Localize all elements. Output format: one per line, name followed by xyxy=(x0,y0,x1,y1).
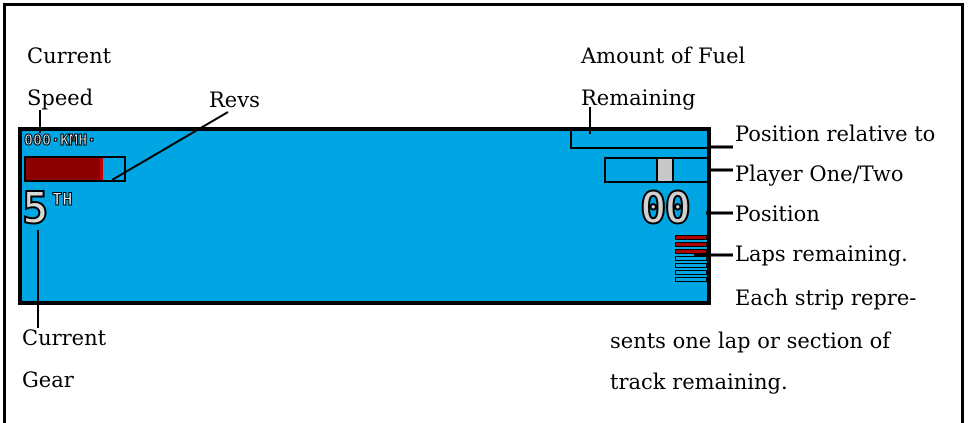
relative-position-gauge xyxy=(604,157,709,183)
revs-gauge xyxy=(24,156,126,182)
position-digits: 00 xyxy=(639,183,692,234)
strip-desc-3: track remaining. xyxy=(610,370,788,394)
current-gear-label-1: Current xyxy=(22,326,107,350)
speed-readout: 000·KMH· xyxy=(23,131,97,150)
lap-strip xyxy=(675,256,707,261)
lap-strip xyxy=(675,242,707,247)
lap-strip xyxy=(675,263,707,268)
position-label: Position xyxy=(735,202,820,226)
gear-digit: 5 xyxy=(21,183,49,234)
lap-strip xyxy=(675,270,707,275)
fuel-label-1: Amount of Fuel xyxy=(581,44,746,68)
revs-label: Revs xyxy=(209,88,260,112)
laps-strips xyxy=(675,235,707,284)
strip-desc-2: sents one lap or section of xyxy=(610,329,890,353)
lap-strip xyxy=(675,235,707,240)
laps-label: Laps remaining. xyxy=(735,242,908,266)
fuel-gauge xyxy=(570,131,709,149)
current-speed-label-1: Current xyxy=(27,44,112,68)
revs-fill xyxy=(26,158,103,180)
diagram-frame xyxy=(3,3,964,423)
relative-position-label-1: Position relative to xyxy=(735,122,936,146)
current-speed-label-2: Speed xyxy=(27,86,94,110)
gear-suffix: TH xyxy=(51,190,73,210)
lap-strip xyxy=(675,249,707,254)
relative-position-marker xyxy=(656,159,674,181)
lap-strip xyxy=(675,277,707,282)
race-hud: 000·KMH· 5 TH 00 xyxy=(18,127,711,305)
fuel-label-2: Remaining xyxy=(581,86,696,110)
current-gear-label-2: Gear xyxy=(22,368,74,392)
strip-desc-1: Each strip repre- xyxy=(735,286,917,310)
relative-position-label-2: Player One/Two xyxy=(735,162,904,186)
